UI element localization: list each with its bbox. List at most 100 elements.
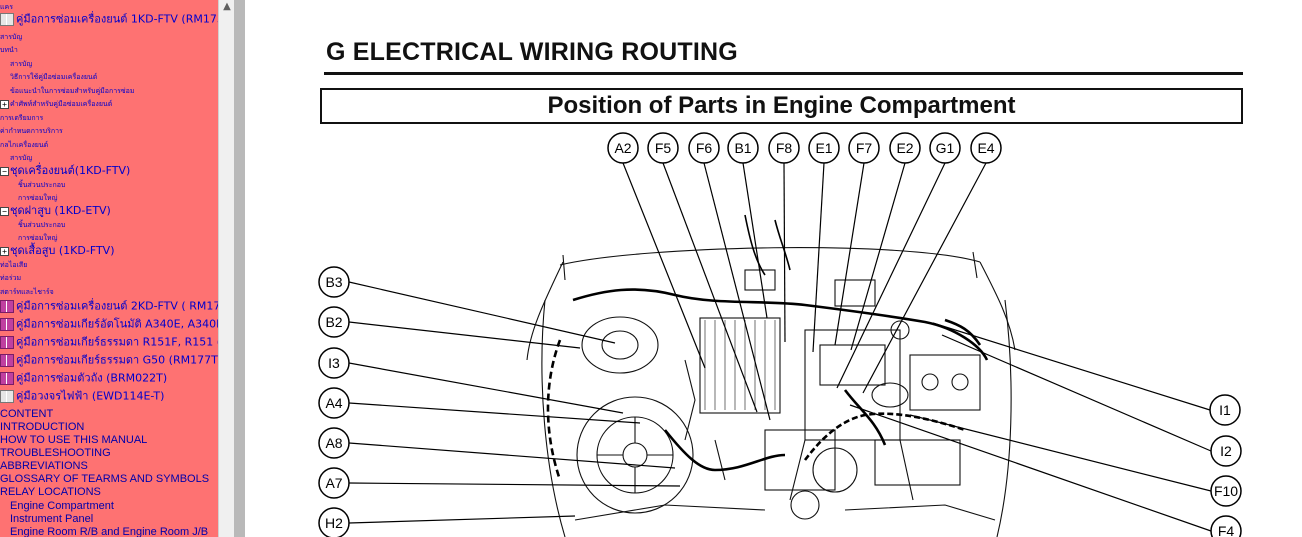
- connector-callout: F4: [1210, 515, 1242, 537]
- tree-item-label: การซ่อมใหญ่: [18, 194, 58, 202]
- tree-item-label: GLOSSARY OF TEARMS AND SYMBOLS: [0, 473, 210, 485]
- connector-callout: H2: [318, 507, 350, 537]
- tree-item[interactable]: คู่มือการซ่อมเกียร์ธรรมดา R151F, R151 (R…: [0, 336, 218, 349]
- tree-item[interactable]: คู่มือการซ่อมตัวถัง (BRM022T): [0, 372, 167, 385]
- tree-item[interactable]: ท่อไอเสีย: [0, 259, 27, 271]
- callout-label: F10: [1214, 483, 1238, 499]
- tree-item[interactable]: ค่ากำหนดการบริการ: [0, 125, 63, 137]
- leader-line: [849, 404, 1212, 532]
- pink-book-icon: [0, 300, 14, 313]
- document-viewer: G ELECTRICAL WIRING ROUTING Position of …: [245, 0, 1302, 537]
- leader-line: [742, 162, 768, 319]
- connector-callout: I1: [1209, 394, 1241, 426]
- tree-item[interactable]: สารบัญ: [0, 31, 22, 43]
- tree-item-label: ค่ากำหนดการบริการ: [0, 127, 63, 135]
- tree-item[interactable]: +ชุดเสื้อสูบ (1KD-FTV): [0, 245, 115, 257]
- leader-line: [834, 162, 865, 346]
- tree-item-label: CONTENT: [0, 408, 54, 420]
- callout-circle: [929, 132, 961, 164]
- tree-item[interactable]: คู่มือการซ่อมเครื่องยนต์ 2KD-FTV ( RM174…: [0, 300, 218, 313]
- tree-item[interactable]: Engine Room R/B and Engine Room J/B: [10, 526, 208, 537]
- tree-item[interactable]: −ชุดฝาสูบ (1KD-ETV): [0, 205, 111, 217]
- tree-item[interactable]: บทนำ: [0, 44, 18, 56]
- leader-line: [622, 162, 706, 369]
- tree-item[interactable]: การเตรียมการ: [0, 112, 43, 124]
- tree-scrollbar[interactable]: ▲: [218, 0, 235, 537]
- tree-item[interactable]: Instrument Panel: [10, 513, 93, 525]
- collapse-icon[interactable]: −: [0, 206, 9, 216]
- callout-label: F7: [856, 140, 873, 156]
- tree-item[interactable]: คู่มือการซ่อมเครื่องยนต์ 1KD-FTV (RM173T…: [0, 13, 218, 26]
- tree-item[interactable]: −ชุดเครื่องยนต์(1KD-FTV): [0, 165, 130, 177]
- tree-item-label: ABBREVIATIONS: [0, 460, 88, 472]
- leader-line: [909, 414, 1212, 492]
- tree-item[interactable]: คู่มือการซ่อมเกียร์ธรรมดา G50 (RM177T): [0, 354, 218, 367]
- tree-item-label: ท่อไอเสีย: [0, 261, 28, 269]
- tree-item[interactable]: แคร: [0, 1, 13, 13]
- tree-item[interactable]: TROUBLESHOOTING: [0, 447, 111, 459]
- tree-item[interactable]: CONTENT: [0, 408, 53, 420]
- tree-item[interactable]: คู่มือการซ่อมเกียร์อัตโนมัติ A340E, A340…: [0, 318, 218, 331]
- leader-line: [348, 281, 616, 344]
- pane-splitter[interactable]: [234, 0, 245, 537]
- callout-circle: [848, 132, 880, 164]
- callout-label: A8: [325, 435, 342, 451]
- tree-item[interactable]: การซ่อมใหญ่: [18, 192, 58, 204]
- connector-callout: A2: [607, 132, 639, 164]
- tree-item[interactable]: ท่อร่วม: [0, 272, 21, 284]
- tree-item[interactable]: สารบัญ: [10, 152, 32, 164]
- leader-line: [348, 482, 681, 487]
- tree-item[interactable]: การซ่อมใหญ่: [18, 232, 58, 244]
- expand-icon[interactable]: +: [0, 99, 9, 109]
- tree-item-label: คู่มือการซ่อมเครื่องยนต์ 2KD-FTV ( RM174…: [16, 299, 218, 313]
- tree-item-label: การซ่อมใหญ่: [18, 234, 58, 242]
- tree-item-label: คู่มือการซ่อมเกียร์อัตโนมัติ A340E, A340…: [16, 317, 218, 331]
- leader-line: [783, 162, 786, 343]
- tree-item[interactable]: สตาร์ทและไชาร์จ: [0, 286, 54, 298]
- callout-circle: [318, 306, 350, 338]
- tree-item[interactable]: สารบัญ: [10, 58, 32, 70]
- tree-item-label: ท่อร่วม: [0, 274, 22, 282]
- callout-circle: [607, 132, 639, 164]
- pink-book-icon: [0, 318, 14, 331]
- wiring-harness: [546, 214, 989, 481]
- tree-item[interactable]: ชิ้นส่วนประกอบ: [18, 179, 65, 191]
- collapse-icon[interactable]: −: [0, 166, 9, 176]
- tree-item[interactable]: RELAY LOCATIONS: [0, 486, 101, 498]
- tree-item-label: INTRODUCTION: [0, 421, 85, 433]
- expand-icon[interactable]: +: [0, 246, 9, 256]
- tree-item[interactable]: ข้อแนะนำในการซ่อมสำหรับคู่มือการซ่อม: [10, 85, 134, 97]
- connector-callout: A8: [318, 427, 350, 459]
- connector-callout: B1: [727, 132, 759, 164]
- callout-circle: [318, 467, 350, 499]
- tree-item[interactable]: GLOSSARY OF TEARMS AND SYMBOLS: [0, 473, 209, 485]
- tree-item[interactable]: INTRODUCTION: [0, 421, 84, 433]
- callout-label: E2: [896, 140, 913, 156]
- tree-item[interactable]: Engine Compartment: [10, 500, 114, 512]
- tree-item[interactable]: ชิ้นส่วนประกอบ: [18, 219, 65, 231]
- tree-item[interactable]: วิธีการใช้คู่มือซ่อมเครื่องยนต์: [10, 71, 97, 83]
- tree-item-label: Instrument Panel: [10, 513, 94, 525]
- tree-item[interactable]: +คำศัพท์สำหรับคู่มือซ่อมเครื่องยนต์: [0, 98, 112, 110]
- tree-item[interactable]: HOW TO USE THIS MANUAL: [0, 434, 147, 446]
- tree-item[interactable]: ABBREVIATIONS: [0, 460, 88, 472]
- tree-item[interactable]: กลไกเครื่องยนต์: [0, 139, 48, 151]
- connector-callout: I2: [1210, 435, 1242, 467]
- tree-item[interactable]: คู่มือวงจรไฟฟ้า (EWD114E-T): [0, 390, 164, 403]
- leader-line: [812, 162, 825, 353]
- callout-label: B1: [734, 140, 751, 156]
- connector-callout: F6: [688, 132, 720, 164]
- callout-circle: [688, 132, 720, 164]
- pink-book-icon: [0, 336, 14, 349]
- tree-item-label: คู่มือการซ่อมตัวถัง (BRM022T): [16, 371, 168, 385]
- scrollbar-track[interactable]: [219, 14, 235, 537]
- scroll-up-arrow-icon[interactable]: ▲: [219, 0, 235, 14]
- callout-label: E1: [815, 140, 832, 156]
- tree-item-label: บทนำ: [0, 46, 18, 54]
- tree-item-label: คู่มือการซ่อมเครื่องยนต์ 1KD-FTV (RM173T…: [16, 12, 218, 26]
- connector-callout: B3: [318, 266, 350, 298]
- connector-callout: F5: [647, 132, 679, 164]
- callout-circle: [970, 132, 1002, 164]
- pink-book-icon: [0, 354, 14, 367]
- callout-label: G1: [936, 140, 955, 156]
